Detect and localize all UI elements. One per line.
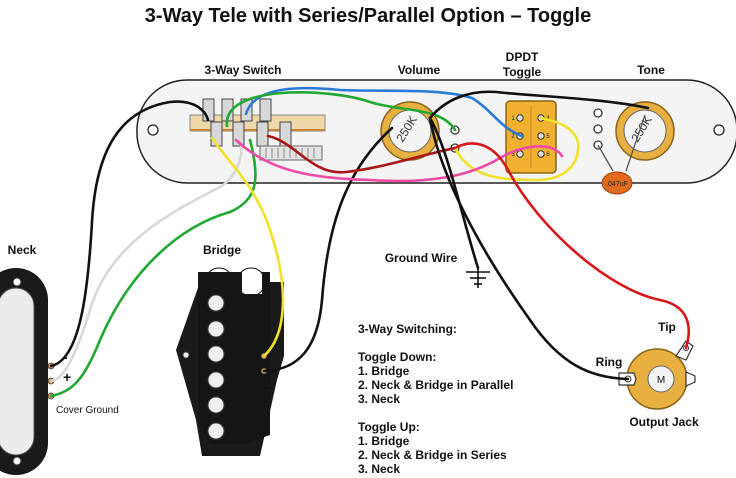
tip-label: Tip xyxy=(658,320,676,334)
note-line-8: 1. Bridge xyxy=(358,434,410,448)
note-line-9: 2. Neck & Bridge in Series xyxy=(358,448,507,462)
jack-letter: M xyxy=(657,375,665,386)
capacitor: .047uF xyxy=(597,114,646,195)
tone-pot: 250K xyxy=(593,101,675,161)
toggle-label-line1: DPDT xyxy=(506,50,539,64)
output-jack: M xyxy=(618,340,696,410)
cover-ground-label: Cover Ground xyxy=(56,405,119,416)
bridge-label: Bridge xyxy=(203,243,241,257)
toggle-pin-3: 3 xyxy=(511,152,515,158)
note-line-3: 1. Bridge xyxy=(358,364,410,378)
toggle-label-line2: Toggle xyxy=(503,65,542,79)
wires xyxy=(49,86,690,398)
dpdt-toggle: 1 2 3 4 5 6 xyxy=(505,100,557,174)
white-wire-neck xyxy=(49,132,243,383)
diagram-title: 3-Way Tele with Series/Parallel Option –… xyxy=(145,5,591,27)
output-jack-label: Output Jack xyxy=(629,415,699,429)
neck-plus-sign: + xyxy=(63,369,71,385)
note-line-10: 3. Neck xyxy=(358,462,400,476)
three-way-switch xyxy=(189,98,326,161)
darkred-wire xyxy=(266,134,457,174)
tone-label: Tone xyxy=(637,63,665,77)
ground-symbol xyxy=(466,268,490,288)
note-line-0: 3-Way Switching: xyxy=(358,322,457,336)
bridge-pickup xyxy=(176,267,284,456)
ring-label: Ring xyxy=(596,355,623,369)
ground-wire-label: Ground Wire xyxy=(385,251,458,265)
toggle-pin-6: 6 xyxy=(546,152,550,158)
neck-pickup xyxy=(0,268,55,475)
blue-wire xyxy=(244,86,524,138)
toggle-pin-2: 2 xyxy=(511,134,515,140)
neck-label: Neck xyxy=(8,243,37,257)
black-wire-ring xyxy=(428,90,650,381)
switch-label: 3-Way Switch xyxy=(205,63,282,77)
plate-screw-left xyxy=(147,124,159,136)
toggle-pin-5: 5 xyxy=(546,134,550,140)
volume-label: Volume xyxy=(398,63,441,77)
toggle-pin-1: 1 xyxy=(511,116,515,122)
black-wire-neck xyxy=(49,100,210,368)
red-wire-tip xyxy=(453,142,690,350)
yellow-wire xyxy=(210,136,285,358)
note-line-7: Toggle Up: xyxy=(358,420,420,434)
green-wire-switch xyxy=(225,91,457,132)
ground-lead xyxy=(428,116,480,270)
switching-notes: 3-Way Switching: Toggle Down: 1. Bridge … xyxy=(358,322,513,476)
note-line-2: Toggle Down: xyxy=(358,350,436,364)
yellow-wire-toggle xyxy=(453,116,580,182)
plate-screw-right xyxy=(713,124,725,136)
note-line-5: 3. Neck xyxy=(358,392,400,406)
pink-wire xyxy=(234,138,564,183)
black-wire-bridge xyxy=(262,126,394,373)
capacitor-value: .047uF xyxy=(606,181,628,188)
bridge-minus-sign: - xyxy=(268,379,273,395)
note-line-4: 2. Neck & Bridge in Parallel xyxy=(358,378,513,392)
